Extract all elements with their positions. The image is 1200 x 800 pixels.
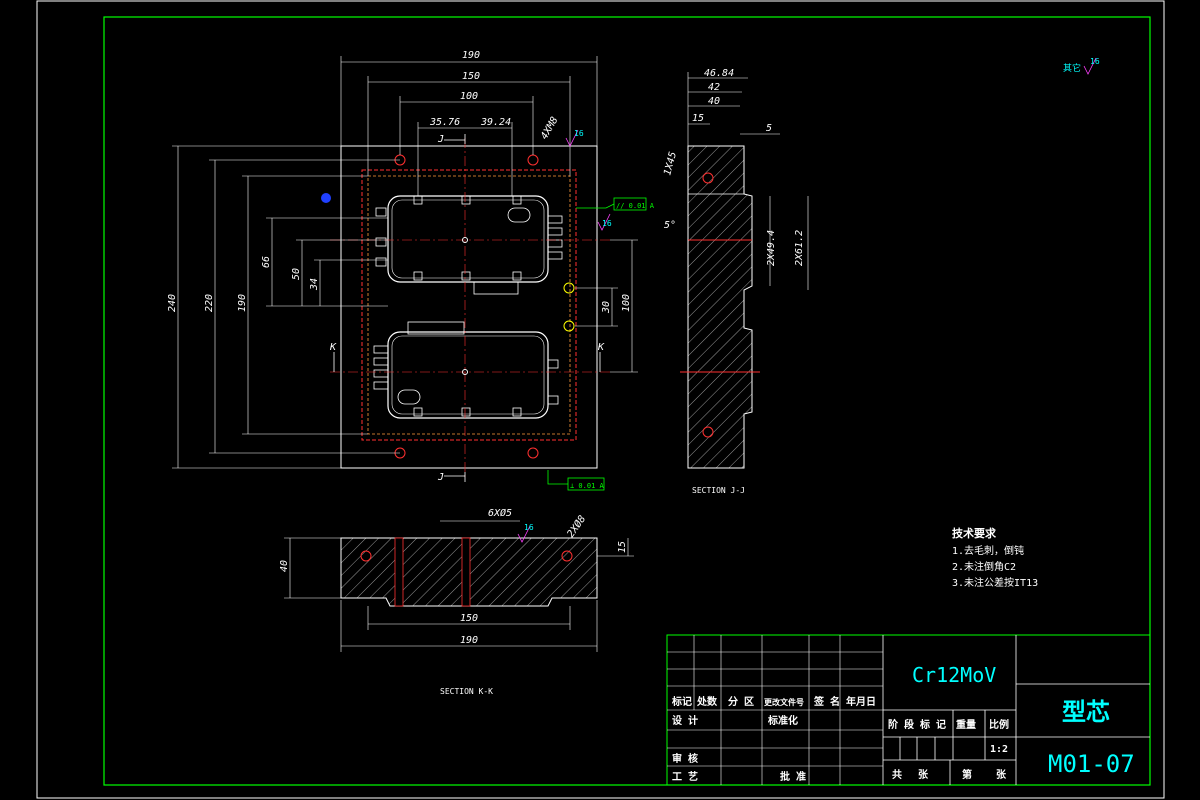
kk-dim-15: 15 bbox=[617, 541, 628, 553]
jj-dim-2x49-4: 2X49.4 bbox=[766, 230, 777, 266]
jj-dim-46-84: 46.84 bbox=[704, 68, 734, 79]
tb-sheet-number: 第 bbox=[962, 768, 972, 781]
dim-height-50: 50 bbox=[291, 268, 302, 280]
section-mark-k-left: K bbox=[329, 342, 337, 353]
dim-height-240: 240 bbox=[167, 294, 178, 312]
dim-height-34: 34 bbox=[309, 278, 320, 291]
upper-cavity bbox=[387, 195, 549, 283]
tb-header-zone: 分 区 bbox=[728, 695, 754, 708]
section-mark-j-top: J bbox=[437, 134, 444, 145]
tolerance-frame-perpendicular: ⊥ 0.01 A bbox=[570, 482, 605, 490]
section-mark-k-right: K bbox=[597, 342, 605, 353]
tech-requirement-2: 2.未注倒角C2 bbox=[952, 560, 1016, 573]
section-mark-j-bottom: J bbox=[437, 472, 444, 483]
top-view-inner-dashed bbox=[361, 169, 577, 441]
jj-dim-42: 42 bbox=[708, 82, 720, 93]
tb-row-standard: 标准化 bbox=[767, 714, 798, 727]
kk-dim-40: 40 bbox=[279, 560, 290, 572]
jj-chamfer-1x45: 1X45 bbox=[662, 151, 679, 177]
dim-height-66: 66 bbox=[261, 256, 272, 268]
roughness-16-b: 16 bbox=[602, 219, 612, 228]
roughness-other-value: 16 bbox=[1090, 57, 1100, 66]
tb-row-review: 审 核 bbox=[672, 752, 698, 765]
jj-dim-40: 40 bbox=[708, 96, 720, 107]
tech-requirements: 技术要求 1.去毛刺，倒钝 2.未注倒角C2 3.未注公差按IT13 bbox=[952, 526, 1038, 589]
outer-frame bbox=[36, 0, 1165, 799]
jj-angle-5deg: 5° bbox=[664, 220, 676, 231]
dim-height-190: 190 bbox=[237, 294, 248, 312]
tech-requirements-title: 技术要求 bbox=[952, 526, 997, 540]
hole-note-4xm8: 4XM8 bbox=[539, 115, 561, 141]
tech-requirement-1: 1.去毛刺，倒钝 bbox=[952, 544, 1024, 557]
tb-part-name: 型芯 bbox=[1062, 698, 1110, 726]
kk-roughness-16: 16 bbox=[524, 523, 534, 532]
jj-dim-15: 15 bbox=[692, 113, 704, 124]
tolerance-frame-parallel: // 0.01 A bbox=[616, 202, 655, 210]
datum-marker bbox=[321, 193, 331, 203]
dim-height-220: 220 bbox=[204, 294, 215, 312]
lower-cavity-inner bbox=[391, 335, 545, 415]
tb-row-design: 设 计 bbox=[672, 714, 698, 727]
tb-sheet-unit-1: 张 bbox=[918, 768, 929, 781]
jj-dim-5: 5 bbox=[766, 123, 772, 134]
tb-scale-label: 比例 bbox=[989, 718, 1009, 731]
top-view-inner-dashed-2 bbox=[367, 175, 571, 435]
tb-row-approve: 批 准 bbox=[780, 770, 806, 783]
kk-dim-150: 150 bbox=[460, 613, 478, 624]
dim-height-100: 100 bbox=[621, 294, 632, 312]
tb-header-count: 处数 bbox=[696, 695, 718, 708]
tb-drawing-no: M01-07 bbox=[1048, 750, 1135, 778]
section-jj: 46.84 42 40 15 5 1X45 5° 2X49.4 2X61.2 S… bbox=[662, 68, 809, 495]
tb-header-mark: 标记 bbox=[671, 695, 692, 708]
section-kk-title: SECTION K-K bbox=[440, 687, 493, 696]
dim-width-150: 150 bbox=[462, 71, 480, 82]
top-view: 190 150 100 35.76 39.24 4XM8 240 220 190… bbox=[167, 50, 655, 491]
tb-header-change-doc: 更改文件号 bbox=[764, 697, 804, 707]
tech-requirement-3: 3.未注公差按IT13 bbox=[952, 576, 1038, 589]
tb-sheet-total: 共 bbox=[892, 768, 902, 781]
section-kk: 150 190 40 15 6XØ5 2XØ8 16 SECTION K-K bbox=[279, 507, 634, 696]
inner-frame bbox=[103, 16, 1151, 786]
tb-sheet-unit-2: 张 bbox=[996, 768, 1007, 781]
dim-width-190: 190 bbox=[462, 50, 480, 61]
dim-width-100: 100 bbox=[460, 91, 478, 102]
kk-dim-6xd5: 6XØ5 bbox=[488, 507, 512, 519]
title-block bbox=[666, 634, 1151, 786]
top-view-outline bbox=[340, 145, 598, 469]
jj-dim-2x61-2: 2X61.2 bbox=[794, 230, 805, 266]
roughness-16-a: 16 bbox=[574, 129, 584, 138]
section-jj-title: SECTION J-J bbox=[692, 486, 745, 495]
tb-header-sign: 签 名 bbox=[813, 695, 840, 708]
kk-dim-2xd8: 2XØ8 bbox=[565, 513, 589, 540]
dim-35-76: 35.76 bbox=[429, 117, 460, 128]
kk-dim-190: 190 bbox=[460, 635, 478, 646]
tb-header-date: 年月日 bbox=[846, 695, 876, 708]
tb-stage-mark: 阶 段 标 记 bbox=[888, 718, 946, 731]
roughness-other-label: 其它 bbox=[1063, 62, 1081, 74]
lower-cavity bbox=[387, 331, 549, 419]
dim-height-30: 30 bbox=[601, 301, 612, 314]
upper-cavity-inner bbox=[391, 199, 545, 279]
tb-material: Cr12MoV bbox=[912, 663, 996, 687]
tb-weight: 重量 bbox=[956, 718, 976, 731]
tb-row-process: 工 艺 bbox=[672, 770, 698, 783]
tb-scale-value: 1:2 bbox=[990, 744, 1008, 755]
dim-39-24: 39.24 bbox=[480, 117, 511, 128]
